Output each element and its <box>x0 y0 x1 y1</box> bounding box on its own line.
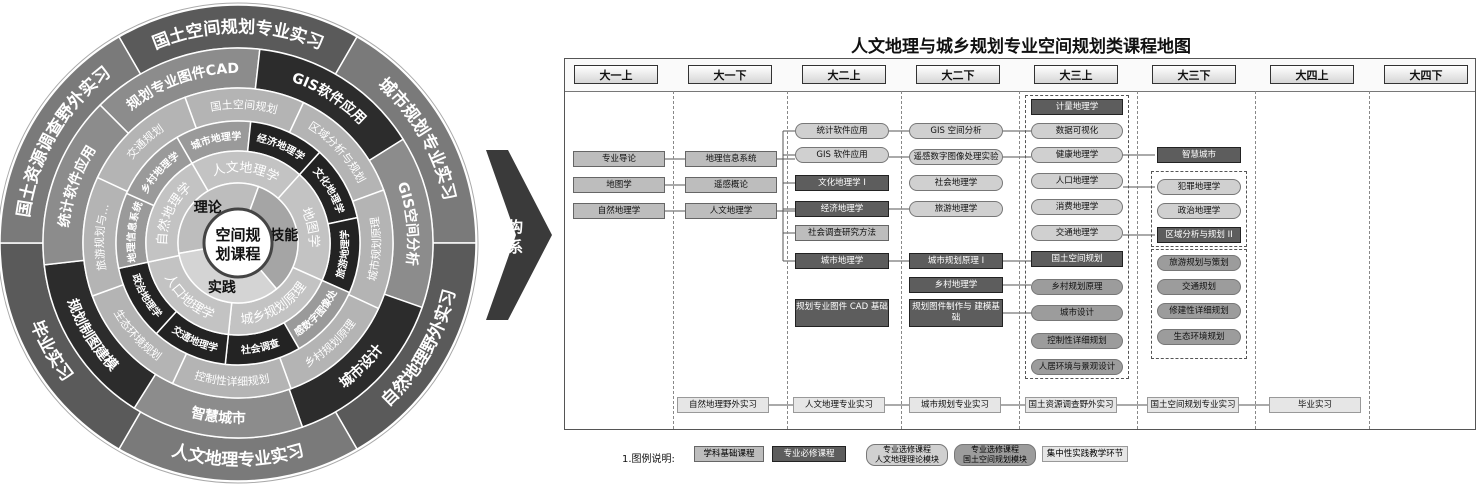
course-box: 乡村地理学 <box>909 277 1003 293</box>
course-box: 旅游规划与策划 <box>1157 255 1241 271</box>
wheel-center <box>202 207 274 279</box>
semester-divider <box>1019 91 1020 429</box>
practice-box: 城市规划专业实习 <box>909 397 1001 413</box>
arrow-shape <box>486 150 552 320</box>
course-box: 地图学 <box>573 177 665 193</box>
semester-5: 大三上 <box>1034 65 1118 84</box>
course-box: 遥感数字图像处理实验 <box>909 149 1003 165</box>
legend-item: 专业选修课程人文地理理论模块 <box>866 444 948 466</box>
semester-divider <box>1255 91 1256 429</box>
course-box: 修建性详细规划 <box>1157 303 1241 319</box>
course-box: 城市设计 <box>1031 305 1123 321</box>
legend-line: 人文地理理论模块 <box>875 455 939 464</box>
legend-title: 1.图例说明: <box>622 454 675 465</box>
course-box: 文化地理学 I <box>795 175 889 191</box>
connector-lines <box>665 130 1269 406</box>
course-box: 地理信息系统 <box>685 151 777 167</box>
map-frame: 大一上 大一下 大二上 大二下 大三上 大三下 大四上 大四下专业导论地图学自然地理学 地理信息… <box>564 58 1476 430</box>
course-box: 规划图件制作与 建模基础 <box>909 299 1003 327</box>
map-title: 人文地理与城乡规划专业空间规划类课程地图 <box>851 37 1191 57</box>
inner-sector-label: 理论 <box>194 199 223 216</box>
course-box: GIS 软件应用 <box>795 147 889 163</box>
course-box: 交通地理学 <box>1031 225 1123 241</box>
semester-6: 大三下 <box>1152 65 1236 84</box>
course-group <box>1151 249 1247 359</box>
course-box: 统计软件应用 <box>795 123 889 139</box>
course-wheel: 国土空间规划专业实习城市规划专业实习自然地理野外实习人文地理专业实习毕业实习国土… <box>0 0 479 484</box>
semester-7: 大四上 <box>1270 65 1354 84</box>
course-box: 社会地理学 <box>909 175 1003 191</box>
semester-divider <box>673 91 674 429</box>
course-box: 专业导论 <box>573 151 665 167</box>
inner-sector-label: 实践 <box>208 279 236 296</box>
semester-divider <box>1137 91 1138 429</box>
course-box: 乡村规划原理 <box>1031 279 1123 295</box>
course-box: 城市规划原理 I <box>909 253 1003 269</box>
course-map: 人文地理与城乡规划专业空间规划类课程地图 大一上大一下大二上大二下大三上大三下大… <box>560 0 1482 486</box>
course-box: 人口地理学 <box>1031 173 1123 189</box>
course-box: 规划专业图件 CAD 基础 <box>795 299 889 327</box>
semester-2: 大一下 <box>688 65 772 84</box>
inner-sector-label: 技能 <box>270 227 298 244</box>
course-box: 国土空间规划 <box>1031 251 1123 267</box>
course-box: 健康地理学 <box>1031 147 1123 163</box>
course-box: 控制性详细规划 <box>1031 333 1123 349</box>
practice-box: 自然地理野外实习 <box>677 397 769 413</box>
practice-box: 国土空间规划专业实习 <box>1147 397 1239 413</box>
practice-box: 毕业实习 <box>1269 397 1361 413</box>
course-box: 社会调查研究方法 <box>795 225 889 241</box>
legend-line: 国土空间规划模块 <box>963 455 1027 464</box>
semester-8: 大四下 <box>1384 65 1468 84</box>
semester-divider <box>901 91 902 429</box>
legend-item: 集中性实践教学环节 <box>1042 446 1128 462</box>
legend-item: 专业选修课程国土空间规划模块 <box>954 444 1036 466</box>
course-box: 自然地理学 <box>573 203 665 219</box>
practice-box: 人文地理专业实习 <box>793 397 885 413</box>
legend-line: 专业选修课程 <box>883 445 931 454</box>
course-box: 旅游地理学 <box>909 201 1003 217</box>
restructure-arrow: 重构 体系 <box>486 150 552 320</box>
course-box: 城市地理学 <box>795 253 889 269</box>
course-box: 数据可视化 <box>1031 123 1123 139</box>
course-box: 计量地理学 <box>1031 99 1123 115</box>
semester-4: 大二下 <box>916 65 1000 84</box>
course-box: 智慧城市 <box>1157 147 1241 163</box>
course-box: 政治地理学 <box>1157 203 1241 219</box>
semester-divider <box>787 91 788 429</box>
legend-item: 专业必修课程 <box>772 446 846 462</box>
semester-3: 大二上 <box>802 65 886 84</box>
course-box: 经济地理学 <box>795 201 889 217</box>
semester-divider <box>1369 91 1370 429</box>
course-box: 区域分析与规划 II <box>1157 227 1241 243</box>
course-box: GIS 空间分析 <box>909 123 1003 139</box>
center-text-2: 划课程 <box>215 245 260 263</box>
legend-line: 专业选修课程 <box>971 445 1019 454</box>
course-group <box>1025 95 1129 379</box>
legend-item: 学科基础课程 <box>694 446 764 462</box>
center-text-1: 空间规 <box>215 226 260 244</box>
arrow-text-1: 重构 <box>493 218 523 236</box>
course-group <box>1151 171 1247 247</box>
course-box: 犯罪地理学 <box>1157 179 1241 195</box>
course-box: 人居环境与景观设计 <box>1031 359 1123 375</box>
course-box: 交通规划 <box>1157 279 1241 295</box>
course-box: 生态环境规划 <box>1157 329 1241 345</box>
semester-1: 大一上 <box>574 65 658 84</box>
course-box: 人文地理学 <box>685 203 777 219</box>
course-box: 遥感概论 <box>685 177 777 193</box>
practice-box: 国土资源调查野外实习 <box>1025 397 1117 413</box>
course-box: 消费地理学 <box>1031 199 1123 215</box>
arrow-text-2: 体系 <box>493 238 523 256</box>
